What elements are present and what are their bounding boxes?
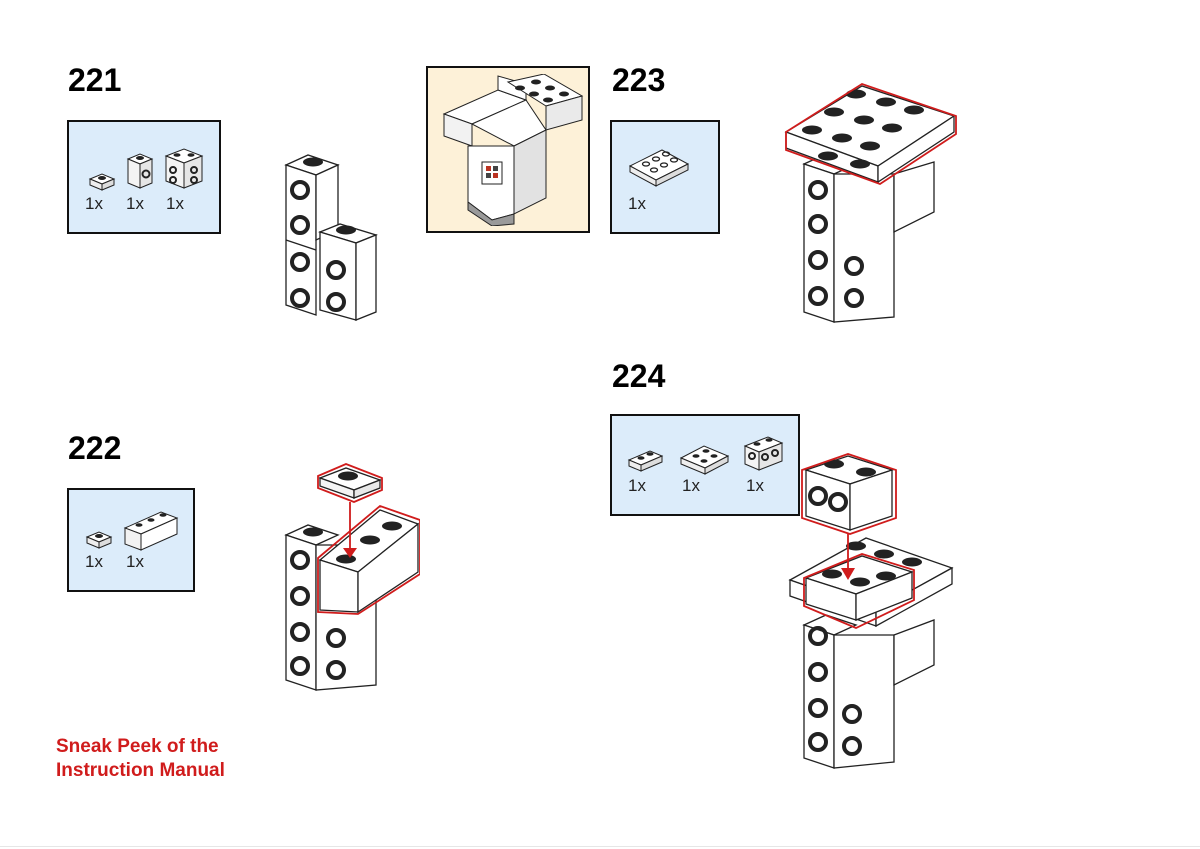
1x1-brick-icon — [126, 153, 154, 189]
part-qty: 1x — [85, 552, 103, 571]
step-number-224: 224 — [612, 358, 666, 394]
part-qty: 1x — [166, 194, 184, 213]
part-qty: 1x — [746, 476, 764, 495]
step-221-model-illustration — [284, 154, 378, 321]
1x2-plate-icon — [627, 450, 664, 472]
part-qty: 1x — [85, 194, 103, 213]
parts-callout-224: 1x 1x 1x — [610, 414, 800, 516]
part-qty: 1x — [628, 476, 646, 495]
1x3-brick-icon — [123, 511, 179, 551]
step-222-model-illustration — [284, 463, 420, 691]
preview-callout — [426, 66, 590, 233]
parts-callout-222: 1x 1x — [67, 488, 195, 592]
1x1-plate-icon — [85, 531, 113, 549]
part-qty: 1x — [126, 552, 144, 571]
part-qty: 1x — [628, 194, 646, 213]
parts-callout-223: 1x — [610, 120, 720, 234]
1x2-brick-icon — [743, 436, 784, 471]
sneak-peek-note: Sneak Peek of the Instruction Manual — [56, 735, 225, 783]
step-224-model-illustration — [788, 453, 954, 769]
step-223-model-illustration — [784, 83, 957, 323]
2x2-plate-icon — [679, 445, 730, 475]
step-number-223: 223 — [612, 62, 666, 98]
2x2-brick-icon — [164, 148, 204, 189]
step-number-222: 222 — [68, 430, 122, 466]
note-line-2: Instruction Manual — [56, 760, 225, 781]
part-qty: 1x — [126, 194, 144, 213]
part-qty: 1x — [682, 476, 700, 495]
1x1-plate-icon — [88, 173, 116, 191]
finished-model-preview-image — [442, 74, 584, 226]
parts-callout-221: 1x 1x 1x — [67, 120, 221, 234]
note-line-1: Sneak Peek of the — [56, 736, 219, 757]
page-bottom-divider — [0, 846, 1200, 847]
step-number-221: 221 — [68, 62, 122, 98]
2x3-plate-icon — [628, 149, 690, 187]
